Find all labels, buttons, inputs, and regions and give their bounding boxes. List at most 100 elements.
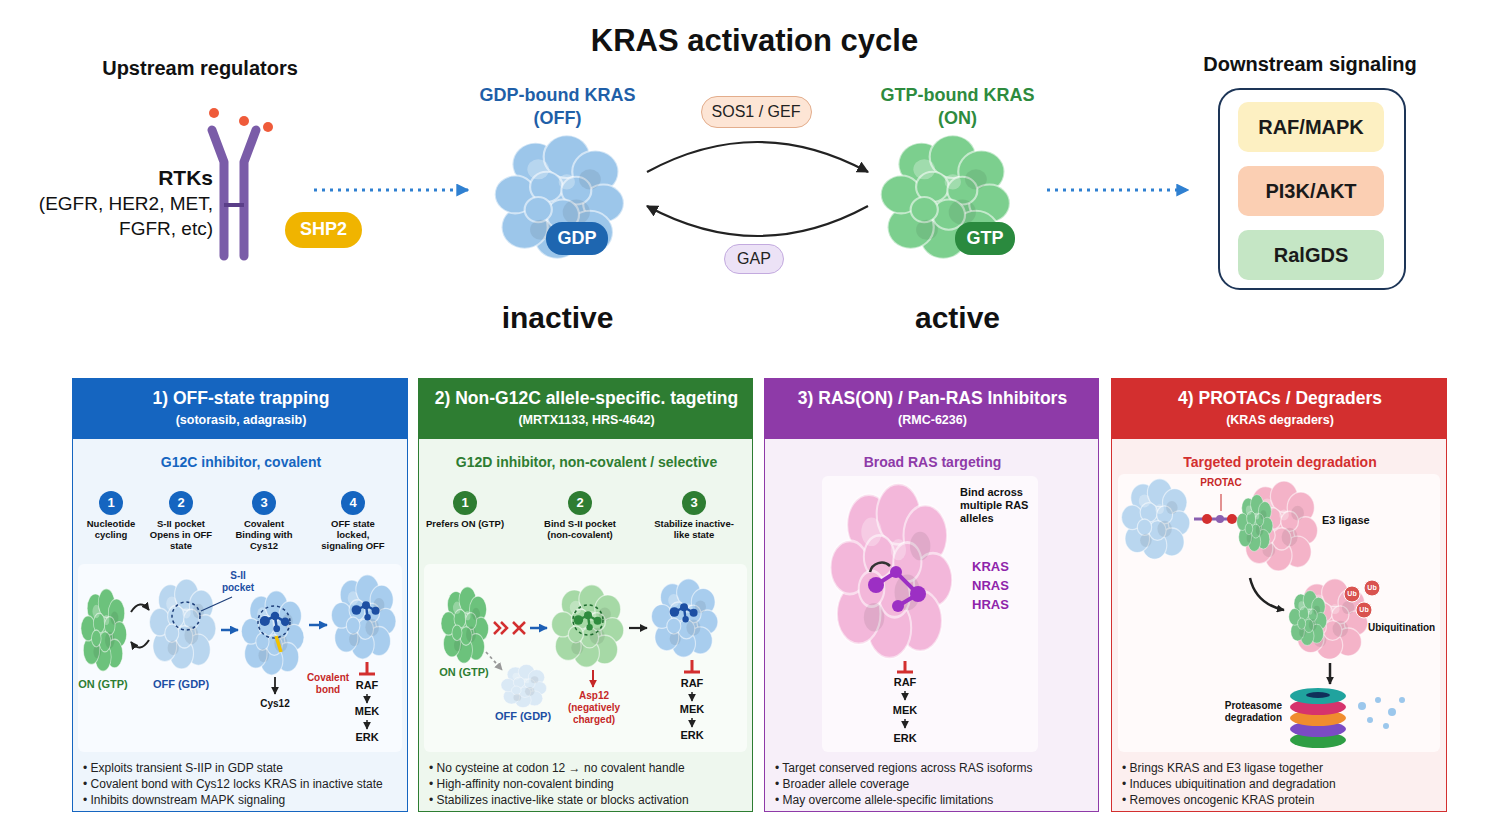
illustration-label: MEK <box>347 705 387 718</box>
step-marker: 2S-II pocket Opens in OFF state <box>146 491 216 556</box>
leader-line <box>201 597 232 611</box>
bullet-point: • Stabilizes inactive-like state or bloc… <box>429 793 748 807</box>
step-arrow <box>309 624 327 627</box>
step-label: S-II pocket Opens in OFF state <box>146 519 216 552</box>
illustration-label: MEK <box>885 704 925 717</box>
step-label: Covalent Binding with Cys12 <box>229 519 299 552</box>
illustration-label: NRAS <box>972 578 1022 594</box>
ligand-dot <box>209 108 219 118</box>
process-arrow <box>1250 578 1284 610</box>
panel-title: 4) PROTACs / Degraders <box>1112 388 1448 409</box>
cycle-arrow <box>131 604 149 612</box>
pathway-box: PI3K/AKT <box>1238 166 1384 216</box>
panel-subtitle: Targeted protein degradation <box>1112 454 1448 471</box>
inhibitor-molecule <box>670 603 698 622</box>
step-marker: 3Stabilize inactive-like state <box>649 491 739 553</box>
step-number: 4 <box>341 491 365 515</box>
illustration-label: MEK <box>672 703 712 716</box>
inhibitor-atom <box>892 600 904 612</box>
panel-subtitle: Broad RAS targeting <box>765 454 1100 471</box>
kras-on-protein <box>441 587 489 663</box>
panel-drugs: (MRTX1133, HRS-4642) <box>419 413 754 428</box>
covalent-bond <box>276 636 281 652</box>
illustration-label: ERK <box>672 729 712 742</box>
illustration-label: Proteasome degradation <box>1206 700 1282 724</box>
step-marker: 3Covalent Binding with Cys12 <box>229 491 299 556</box>
inhibition-bar <box>684 671 700 674</box>
ras-protein <box>831 484 953 658</box>
section-heading: Downstream signaling <box>1190 52 1430 76</box>
cascade-arrow <box>904 719 906 728</box>
panel-ground <box>1111 378 1447 812</box>
inhibitor-atom <box>868 577 884 593</box>
illustration-label: Ub <box>1364 583 1380 593</box>
inhibitor-ring <box>870 563 890 572</box>
illustration-label: E3 ligase <box>1322 514 1386 527</box>
blocked-cross <box>513 622 525 634</box>
illustration-label: ON (GTP) <box>436 666 492 679</box>
cascade-arrow <box>691 718 693 727</box>
nucleotide-pill: GDP <box>546 222 608 255</box>
bullet-point: • No cysteine at codon 12 → no covalent … <box>429 761 748 775</box>
panel-ground <box>72 378 408 812</box>
ubiquitin-tag <box>1364 580 1380 596</box>
kras-off-protein <box>501 664 547 707</box>
peptide-fragment <box>1375 697 1381 703</box>
bullet-point: • Broader allele coverage <box>775 777 1094 791</box>
inhibition-bar <box>897 671 913 674</box>
illustration-ground <box>78 564 402 752</box>
panel-title: 2) Non-G12C allele-specific. tageting <box>419 388 754 409</box>
process-arrow <box>1329 663 1332 684</box>
bullet-point: • Exploits transient S-IIP in GDP state <box>83 761 403 775</box>
peptide-fragment <box>1383 723 1389 729</box>
gef-pill: SOS1 / GEF <box>701 96 812 128</box>
illustration-label: S-II pocket <box>216 570 260 594</box>
step-number: 2 <box>169 491 193 515</box>
illustration-label: OFF (GDP) <box>150 678 212 691</box>
protac-warhead <box>1202 514 1212 524</box>
nucleotide-pill: GTP <box>955 222 1015 255</box>
step-label: Bind S-II pocket (non-covalent) <box>535 519 625 541</box>
node-label: GTP <box>966 228 1003 250</box>
panel-drugs: (KRAS degraders) <box>1112 413 1448 428</box>
cycle-arrow <box>131 640 149 648</box>
kras-off-protein <box>495 135 624 258</box>
strategy-panel: 4) PROTACs / Degraders (KRAS degraders) Ta… <box>1111 378 1447 812</box>
upstream-group: Upstream regulatorsRTKs(EGFR, HER2, MET,… <box>12 50 312 265</box>
step-number: 3 <box>252 491 276 515</box>
section-heading: Upstream regulators <box>90 56 310 80</box>
cycle-arrow <box>647 206 868 236</box>
ligand-dot <box>239 116 249 126</box>
blocked-cross <box>513 622 525 634</box>
pocket-outline <box>573 605 603 635</box>
inhibitor-molecule <box>574 611 602 630</box>
inhibition-bar <box>359 673 375 676</box>
bullet-point: • Induces ubiquitination and degradation <box>1122 777 1442 791</box>
pointer-arrow <box>592 670 594 687</box>
pathway-box: RAF/MAPK <box>1238 102 1384 152</box>
ubiquitin-tag <box>1344 586 1360 602</box>
inhibition-bar <box>366 662 369 674</box>
illustration-label: KRAS <box>972 559 1022 575</box>
cascade-arrow <box>366 720 368 729</box>
kras-protein <box>1121 479 1189 559</box>
bullet-point: • May overcome allele-specific limitatio… <box>775 793 1094 807</box>
step-number: 3 <box>682 491 706 515</box>
step-number: 1 <box>99 491 123 515</box>
panel-title: 3) RAS(ON) / Pan-RAS Inhibitors <box>765 388 1100 409</box>
peptide-fragment <box>1388 708 1396 716</box>
inhibitor-atom <box>910 586 926 602</box>
kras-on-protein <box>881 135 1010 258</box>
cascade-arrow <box>904 691 906 700</box>
step-number: 2 <box>568 491 592 515</box>
illustration-label: ON (GTP) <box>76 678 130 691</box>
illustration-label: Bind across multiple RAS alleles <box>960 486 1036 526</box>
leader-line <box>1221 494 1222 511</box>
panel-drugs: (sotorasib, adagrasib) <box>73 413 409 428</box>
receptor-list: (EGFR, HER2, MET, FGFR, etc) <box>12 192 213 241</box>
illustration-label: Covalent bond <box>304 672 352 696</box>
kras-on-protein <box>81 589 127 671</box>
kras-off-protein <box>149 579 216 669</box>
illustration-label: ERK <box>885 732 925 745</box>
